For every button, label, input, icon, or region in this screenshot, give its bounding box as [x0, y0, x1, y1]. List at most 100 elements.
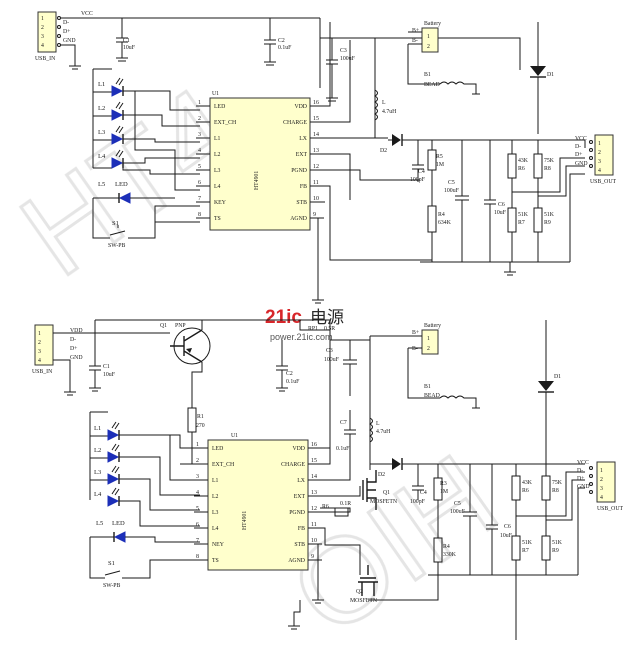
ic-pin-name: STB [296, 200, 307, 206]
svg-text:4: 4 [600, 495, 603, 501]
ic-pins: 1LED2EXT_CH3L14L25L36L47KEY8TS16VDD15CHA… [194, 100, 324, 564]
svg-text:L4: L4 [98, 153, 106, 160]
svg-text:D-: D- [577, 468, 583, 474]
ic-pin-number: 8 [198, 212, 201, 218]
svg-text:R4: R4 [438, 212, 445, 218]
svg-text:4: 4 [598, 168, 601, 174]
svg-text:51K: 51K [518, 212, 529, 218]
svg-text:100uF: 100uF [444, 188, 460, 194]
svg-text:C6: C6 [504, 524, 511, 530]
svg-text:R1: R1 [197, 414, 204, 420]
svg-text:R7: R7 [518, 220, 525, 226]
ic-u1-bottom: U1 HT4901 [207, 433, 309, 571]
svg-text:2: 2 [427, 44, 430, 50]
ic-pin-number: 6 [198, 180, 201, 186]
svg-text:0.5R: 0.5R [324, 326, 335, 332]
svg-text:R6: R6 [522, 488, 529, 494]
ic-pin-number: 16 [313, 100, 319, 106]
svg-text:B1: B1 [424, 384, 431, 390]
svg-text:L: L [376, 421, 380, 427]
svg-text:L3: L3 [94, 469, 101, 476]
svg-text:4: 4 [41, 43, 44, 49]
svg-text:VCC: VCC [81, 11, 93, 17]
svg-text:2: 2 [427, 346, 430, 352]
svg-text:D2: D2 [378, 472, 385, 478]
svg-text:C5: C5 [454, 501, 461, 507]
svg-text:75K: 75K [544, 158, 555, 164]
ic-pin-number: 16 [311, 442, 317, 448]
ic-pin-name: KEY [214, 200, 227, 206]
svg-text:L2: L2 [98, 105, 105, 112]
svg-text:HT4901: HT4901 [242, 511, 248, 530]
svg-text:21ic: 21ic [265, 307, 302, 328]
svg-text:1: 1 [598, 141, 601, 147]
svg-text:0.1uF: 0.1uF [336, 446, 350, 452]
svg-text:2: 2 [41, 25, 44, 31]
ic-pin-number: 11 [313, 180, 319, 186]
ic-pin-name: LX [299, 136, 308, 142]
svg-text:634K: 634K [438, 220, 452, 226]
svg-text:1M: 1M [440, 489, 448, 495]
svg-text:D1: D1 [547, 72, 554, 78]
ic-pin-number: 7 [196, 538, 199, 544]
svg-text:R5: R5 [436, 154, 443, 160]
ic-pin-name: PGND [289, 510, 305, 516]
svg-text:C6: C6 [498, 202, 505, 208]
ic-pin-number: 14 [311, 474, 317, 480]
svg-text:D2: D2 [380, 148, 387, 154]
svg-text:R6: R6 [322, 504, 329, 510]
ic-pin-number: 2 [198, 116, 201, 122]
ic-pin-number: 15 [313, 116, 319, 122]
svg-text:100uF: 100uF [450, 509, 466, 515]
ic-pin-name: LED [212, 446, 223, 452]
svg-text:电源: 电源 [310, 308, 344, 328]
ic-pin-name: TS [212, 558, 219, 564]
svg-text:1: 1 [427, 34, 430, 40]
svg-text:Battery: Battery [424, 21, 441, 27]
brand-logo: 21ic 电源 power.21ic.com [265, 307, 344, 342]
svg-text:D+: D+ [575, 152, 582, 158]
svg-text:D-: D- [70, 337, 76, 343]
ic-u1-top: U1 HT4901 [209, 91, 311, 231]
svg-text:BEAD: BEAD [424, 393, 440, 399]
svg-text:L1: L1 [94, 425, 101, 432]
svg-text:L3: L3 [98, 129, 105, 136]
usb-out-connector-top: 1 2 3 4 VCC D- D+ GND USB_OUT [575, 134, 617, 185]
svg-text:51K: 51K [544, 212, 555, 218]
svg-text:1: 1 [41, 16, 44, 22]
svg-text:1: 1 [600, 468, 603, 474]
svg-text:R4: R4 [443, 544, 450, 550]
svg-text:3: 3 [600, 486, 603, 492]
svg-text:R9: R9 [552, 548, 559, 554]
svg-text:B-: B- [412, 38, 418, 44]
ic-pin-name: VDD [292, 446, 305, 452]
svg-text:C5: C5 [448, 180, 455, 186]
svg-text:BEAD: BEAD [424, 82, 440, 88]
svg-text:75K: 75K [552, 480, 563, 486]
ic-pin-number: 10 [311, 538, 317, 544]
svg-text:0.1R: 0.1R [340, 501, 351, 507]
svg-text:100uF: 100uF [340, 56, 356, 62]
ic-pin-number: 5 [196, 506, 199, 512]
ic-pin-name: EXT [296, 152, 308, 158]
ic-pin-name: EXT [294, 494, 306, 500]
svg-text:USB_IN: USB_IN [32, 369, 53, 375]
svg-text:D-: D- [575, 144, 581, 150]
svg-text:100pF: 100pF [410, 499, 426, 505]
svg-text:4: 4 [38, 358, 41, 364]
svg-text:100uF: 100uF [324, 357, 340, 363]
ic-pin-number: 10 [313, 196, 319, 202]
ic-pin-name: VDD [294, 104, 307, 110]
svg-text:L: L [382, 100, 386, 106]
ic-name-top: HT4901 [254, 171, 260, 190]
svg-text:0.1uF: 0.1uF [278, 45, 292, 51]
svg-text:D+: D+ [63, 29, 70, 35]
svg-text:100pF: 100pF [410, 177, 426, 183]
ic-pin-name: NEY [212, 542, 225, 548]
svg-text:3: 3 [38, 349, 41, 355]
svg-text:2: 2 [598, 150, 601, 156]
svg-text:C3: C3 [326, 348, 333, 354]
